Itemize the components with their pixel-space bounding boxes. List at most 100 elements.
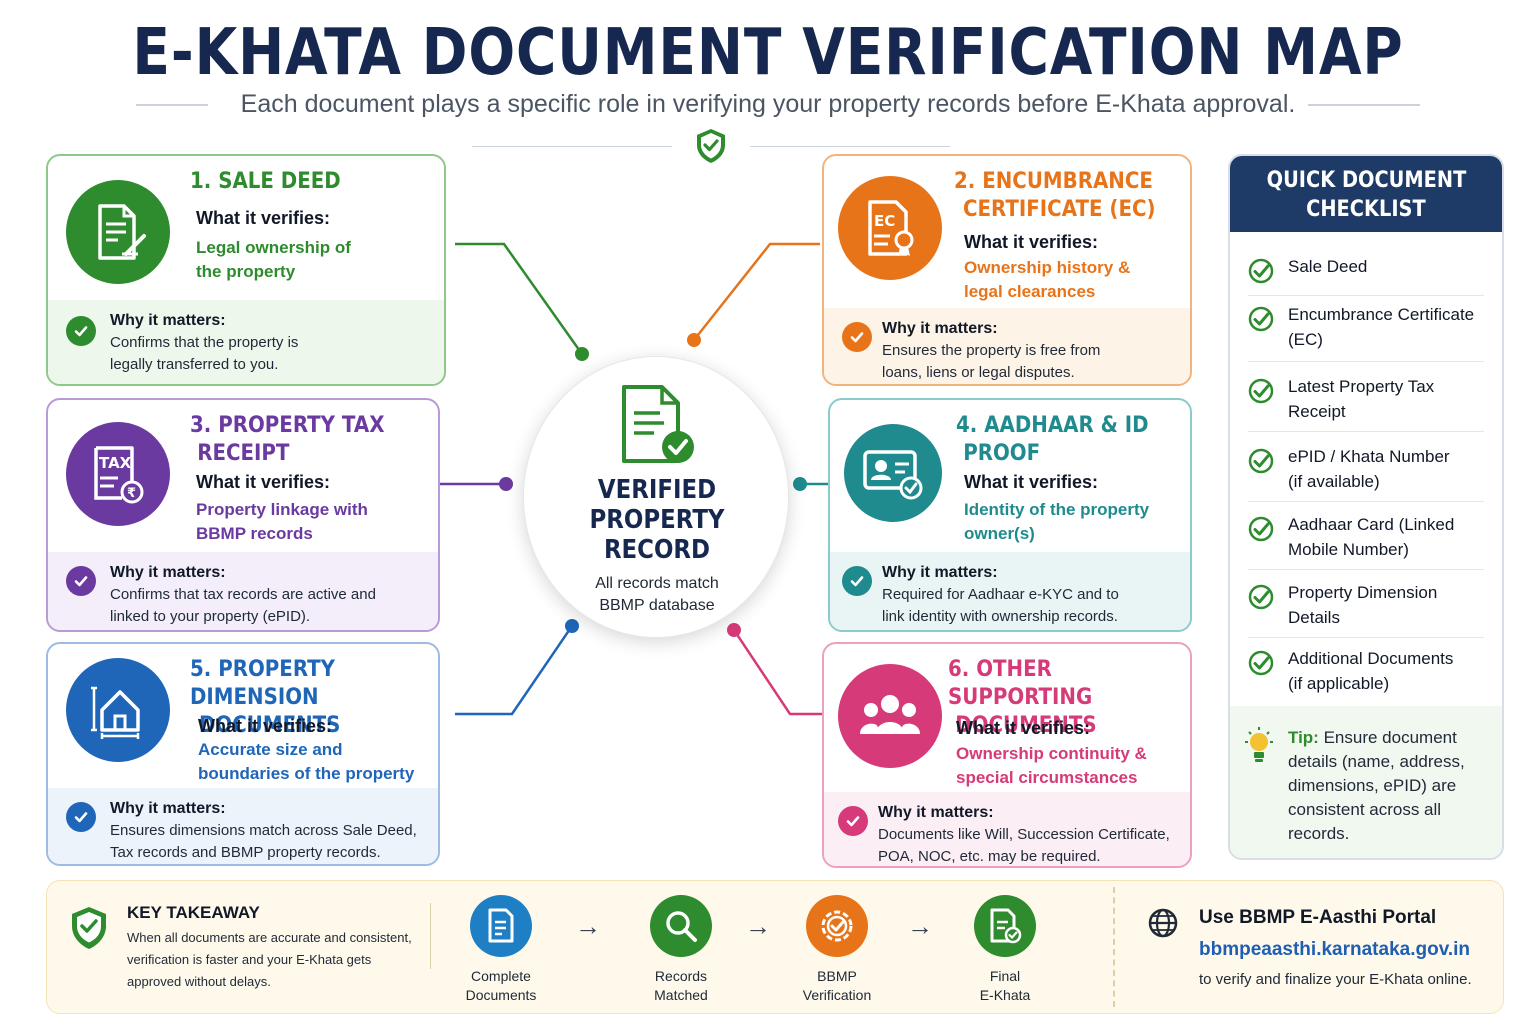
key-takeaway-text: When all documents are accurate and cons… [127,930,412,989]
why-it-matters-section: Why it matters: Documents like Will, Suc… [824,792,1190,866]
checklist-item-label: Details [1288,608,1340,627]
quick-document-checklist: QUICK DOCUMENT CHECKLIST Sale Deed Encum… [1228,154,1504,860]
why-text: loans, liens or legal disputes. [882,364,1075,381]
why-text: linked to your property (ePID). [110,608,311,625]
step-label: Matched [654,987,708,1003]
check-icon [842,322,872,352]
key-takeaway-bar: KEY TAKEAWAY When all documents are accu… [46,880,1504,1014]
verifies-value: Ownership history & [964,258,1131,277]
what-it-verifies-label: What it verifies: [196,472,331,492]
card-other-supporting-documents: 6. OTHER SUPPORTING DOCUMENTS What it ve… [822,642,1192,868]
card-aadhaar-id-proof: 4. AADHAAR & ID PROOF What it verifies: … [828,398,1192,632]
tax-receipt-icon: TAX ₹ [66,422,170,526]
hub-title-line: VERIFIED [597,475,717,505]
why-text: link identity with ownership records. [882,608,1118,625]
card-encumbrance-certificate: EC 2. ENCUMBRANCE CERTIFICATE (EC) What … [822,154,1192,386]
svg-text:TAX: TAX [99,454,132,472]
why-text: Documents like Will, Succession Certific… [878,826,1170,843]
check-icon [66,316,96,346]
portal-url-link[interactable]: bbmpeaasthi.karnataka.gov.in [1199,939,1471,960]
globe-icon [1148,908,1178,938]
arrow-icon: → [907,911,933,941]
what-it-verifies-label: What it verifies: [956,718,1091,738]
card-title-line: PROOF [963,441,1041,466]
card-title-line: DOCUMENTS [199,713,341,738]
why-it-matters-section: Why it matters: Required for Aadhaar e-K… [830,552,1190,630]
verification-badge-icon [806,895,868,957]
why-it-matters-label: Why it matters: [882,320,998,337]
shield-rule-left [472,146,672,147]
check-icon [838,806,868,836]
checklist-item-label: Mobile Number) [1288,540,1409,559]
step-label: Final [989,968,1021,984]
check-icon [842,566,872,596]
svg-text:₹: ₹ [127,486,136,501]
check-circle-icon [1248,448,1274,474]
card-title-line: 6. OTHER SUPPORTING [948,657,1093,710]
card-property-dimension-documents: 5. PROPERTY DIMENSION DOCUMENTS What it … [46,642,440,866]
step-label: Complete [471,968,531,984]
document-sign-icon [66,180,170,284]
verifies-value: Ownership continuity & [956,744,1147,763]
arrow-icon: → [745,911,771,941]
why-it-matters-label: Why it matters: [110,564,226,581]
hub-sub-line: All records match [595,575,719,592]
svg-text:EC: EC [874,212,895,230]
card-title-line: 2. ENCUMBRANCE [954,169,1153,194]
what-it-verifies-label: What it verifies: [198,716,333,736]
subtitle-rule-left [136,104,208,106]
hub-subtitle: All records match BBMP database [524,573,790,617]
card-title-line: DOCUMENTS [955,713,1097,738]
card-title-line: 4. AADHAAR & ID [956,413,1149,438]
verifies-value: owner(s) [964,524,1035,543]
card-property-tax-receipt: TAX ₹ 3. PROPERTY TAX RECEIPT What it ve… [46,398,440,632]
checklist-item: Sale Deed [1248,254,1484,296]
why-it-matters-label: Why it matters: [882,564,998,581]
check-circle-icon [1248,516,1274,542]
hub-title-line: PROPERTY [589,505,725,535]
what-it-verifies-label: What it verifies: [196,208,331,228]
why-text: Ensures dimensions match across Sale Dee… [110,822,417,839]
checklist-item-label: ePID / Khata Number [1288,447,1450,466]
checklist-item-label: Receipt [1288,402,1346,421]
checklist-item-label: Sale Deed [1288,257,1368,276]
tip-text-block: Tip: Ensure document details (name, addr… [1288,726,1488,846]
step-label: Documents [465,987,537,1003]
checklist-item-label: Aadhaar Card (Linked [1288,515,1455,534]
verifies-value: special circumstances [956,768,1138,787]
step-label: Verification [802,987,872,1003]
portal-text: to verify and finalize your E-Khata onli… [1199,971,1472,988]
what-it-verifies-label: What it verifies: [964,232,1099,252]
checklist-title-line: QUICK DOCUMENT [1266,168,1466,193]
why-it-matters-label: Why it matters: [110,800,226,817]
checklist-item-label: Additional Documents [1288,649,1454,668]
checklist-item-label: (if applicable) [1288,674,1390,693]
verifies-value: Legal ownership of [196,238,351,257]
checklist-header: QUICK DOCUMENT CHECKLIST [1230,156,1502,232]
hub-sub-line: BBMP database [599,597,715,614]
why-text: Confirms that the property is [110,334,299,351]
check-circle-icon [1248,258,1274,284]
verifies-value: Property linkage with [196,500,368,519]
verifies-value: legal clearances [964,282,1096,301]
shield-check-icon [697,129,725,163]
check-circle-icon [1248,378,1274,404]
step-label: Records [654,968,708,984]
checklist-item-label: Encumbrance Certificate [1288,305,1475,324]
subtitle-rule-right [1308,104,1420,106]
verifies-value: Identity of the property [964,500,1150,519]
tip-label: Tip: [1288,728,1319,747]
why-text: POA, NOC, etc. may be required. [878,848,1101,865]
why-text: Required for Aadhaar e-KYC and to [882,586,1119,603]
tip-box: Tip: Ensure document details (name, addr… [1230,706,1502,858]
checklist-item-label: (if available) [1288,472,1380,491]
why-text: legally transferred to you. [110,356,279,373]
check-circle-icon [1248,584,1274,610]
